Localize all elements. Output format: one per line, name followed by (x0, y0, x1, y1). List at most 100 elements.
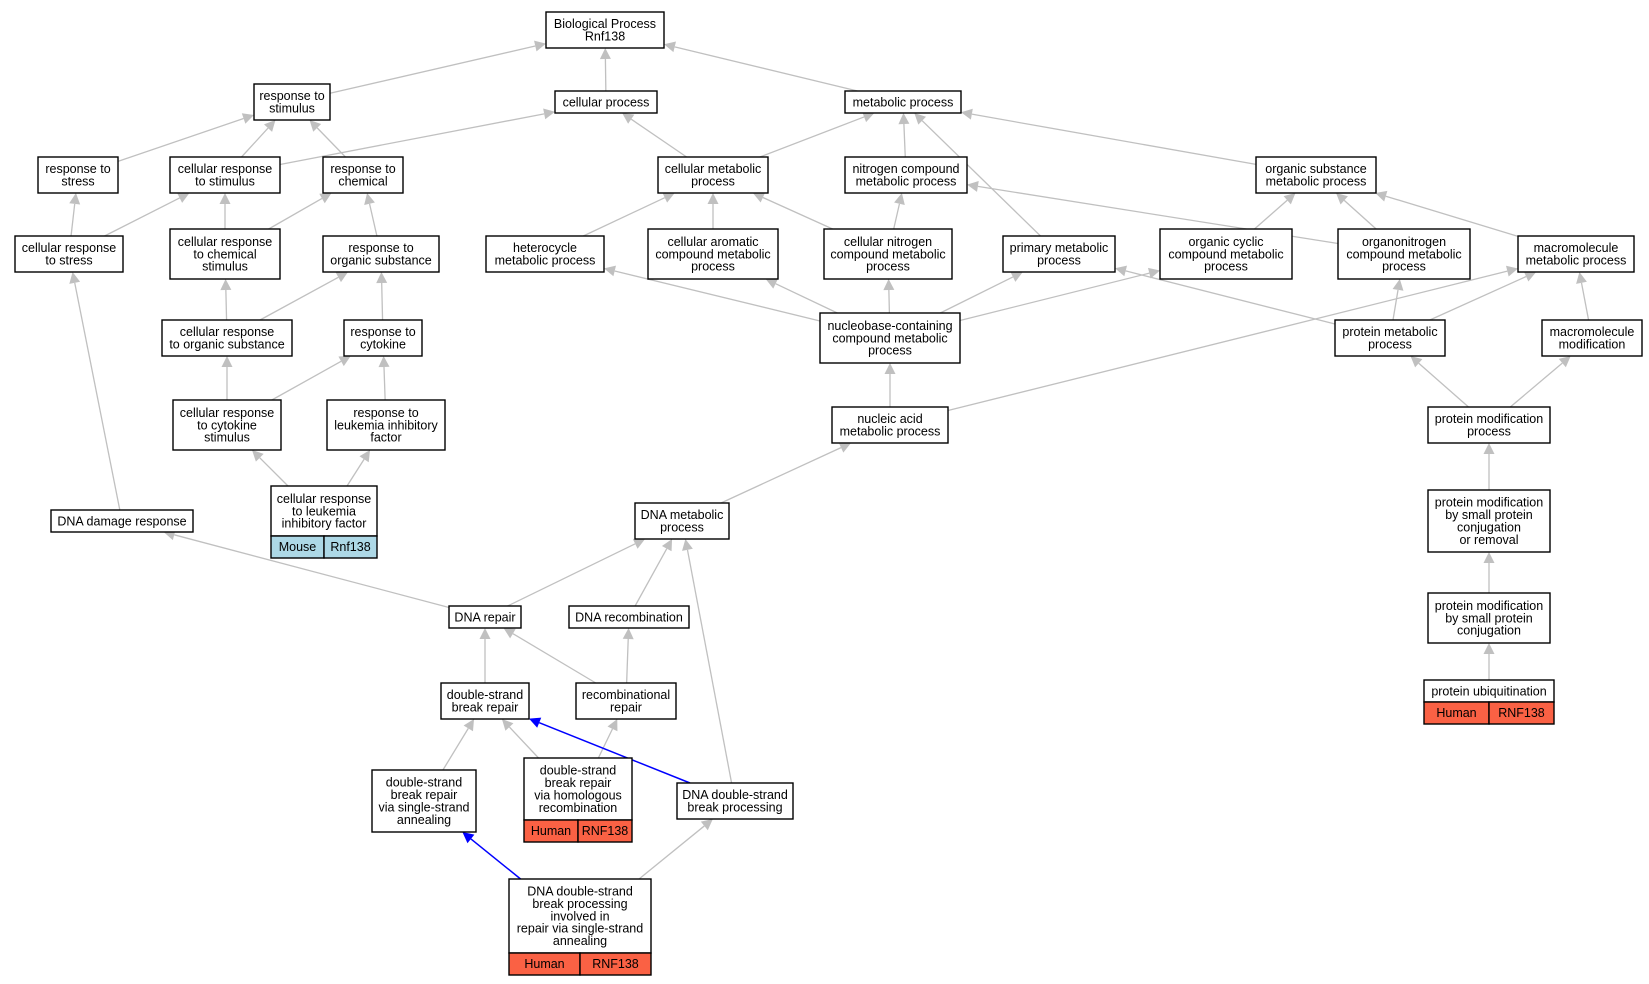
node-box (657, 156, 769, 194)
go-term-node[interactable]: DNA recombination (568, 605, 690, 629)
arrowhead (884, 363, 896, 374)
edge-dna_recombination-to-dna_metabolic_process (634, 539, 673, 607)
arrowhead (682, 539, 693, 551)
node-label-line: nitrogen compound (852, 162, 959, 176)
node-label-line: break processing (687, 801, 782, 815)
edge-response_to_cytokine-to-response_to_organic_substance (376, 272, 388, 321)
edge-recombinational_repair-to-dna_repair (503, 628, 597, 684)
arrowhead (1558, 356, 1571, 368)
node-label-line: protein modification (1435, 496, 1543, 510)
edge-line (921, 120, 1041, 237)
node-label-line: to organic substance (169, 338, 284, 352)
arrowhead (263, 120, 276, 132)
arrowhead (309, 120, 322, 132)
node-label-line: break repair (452, 701, 519, 715)
arrowhead (69, 193, 81, 205)
node-label-line: modification (1559, 338, 1626, 352)
edge-dsb_repair_via_homologous_recombination-to-double_strand_break_repair (501, 719, 540, 759)
node-box (1159, 228, 1293, 280)
node-label-line: organic substance (1265, 162, 1367, 176)
node-label-line: response to (348, 241, 413, 255)
node-box (554, 90, 658, 114)
edge-nucleobase_containing_compound_metabolic_process-to-organic_cyclic_compound_metabolic_process (959, 267, 1160, 322)
arrowhead (967, 180, 979, 192)
edge-line (512, 633, 597, 684)
edge-line (940, 276, 1014, 314)
edge-cellular_response_to_organic_substance-to-cellular_response_to_chemical_stimulus (220, 279, 232, 321)
node-label-line: process (1467, 425, 1511, 439)
node-label-line: double-strand (386, 776, 462, 790)
go-term-node[interactable]: metabolic process (844, 90, 962, 114)
node-label-line: double-strand (447, 688, 523, 702)
node-box (1337, 228, 1471, 280)
edge-nitrogen_compound_metabolic_process-to-metabolic_process (898, 113, 910, 158)
edge-line (759, 116, 865, 158)
node-label-line: response to (330, 162, 395, 176)
edge-nucleic_acid_metabolic_process-to-nucleobase_containing_compound_metabolic_process (884, 363, 896, 407)
go-term-node[interactable]: cellular process (554, 90, 658, 114)
edge-line (383, 366, 386, 401)
edge-cellular_process-to-bp_root (599, 48, 611, 92)
node-label-line: protein ubiquitination (1431, 684, 1546, 698)
node-label-line: organic cyclic (1188, 235, 1263, 249)
edge-line (1125, 270, 1336, 325)
edge-line (507, 543, 636, 607)
node-box (844, 90, 962, 114)
edge-line (316, 127, 346, 158)
node-box (819, 312, 961, 364)
node-label-line: metabolic process (1266, 175, 1367, 189)
arrowhead (1523, 271, 1537, 282)
edge-line (1254, 199, 1288, 230)
arrowhead (961, 108, 973, 120)
go-term-node[interactable]: DNA damage response (50, 509, 194, 533)
arrowhead (1483, 643, 1495, 654)
edge-line (638, 825, 705, 880)
go-term-node[interactable]: DNA repair (448, 605, 522, 629)
edge-organic_substance_metabolic_process-to-metabolic_process (961, 108, 1257, 166)
node-box (831, 406, 949, 444)
arrowhead (319, 193, 332, 204)
arrowhead (221, 356, 233, 367)
gene-label: RNF138 (582, 824, 629, 838)
edge-metabolic_process-to-bp_root (664, 41, 858, 92)
